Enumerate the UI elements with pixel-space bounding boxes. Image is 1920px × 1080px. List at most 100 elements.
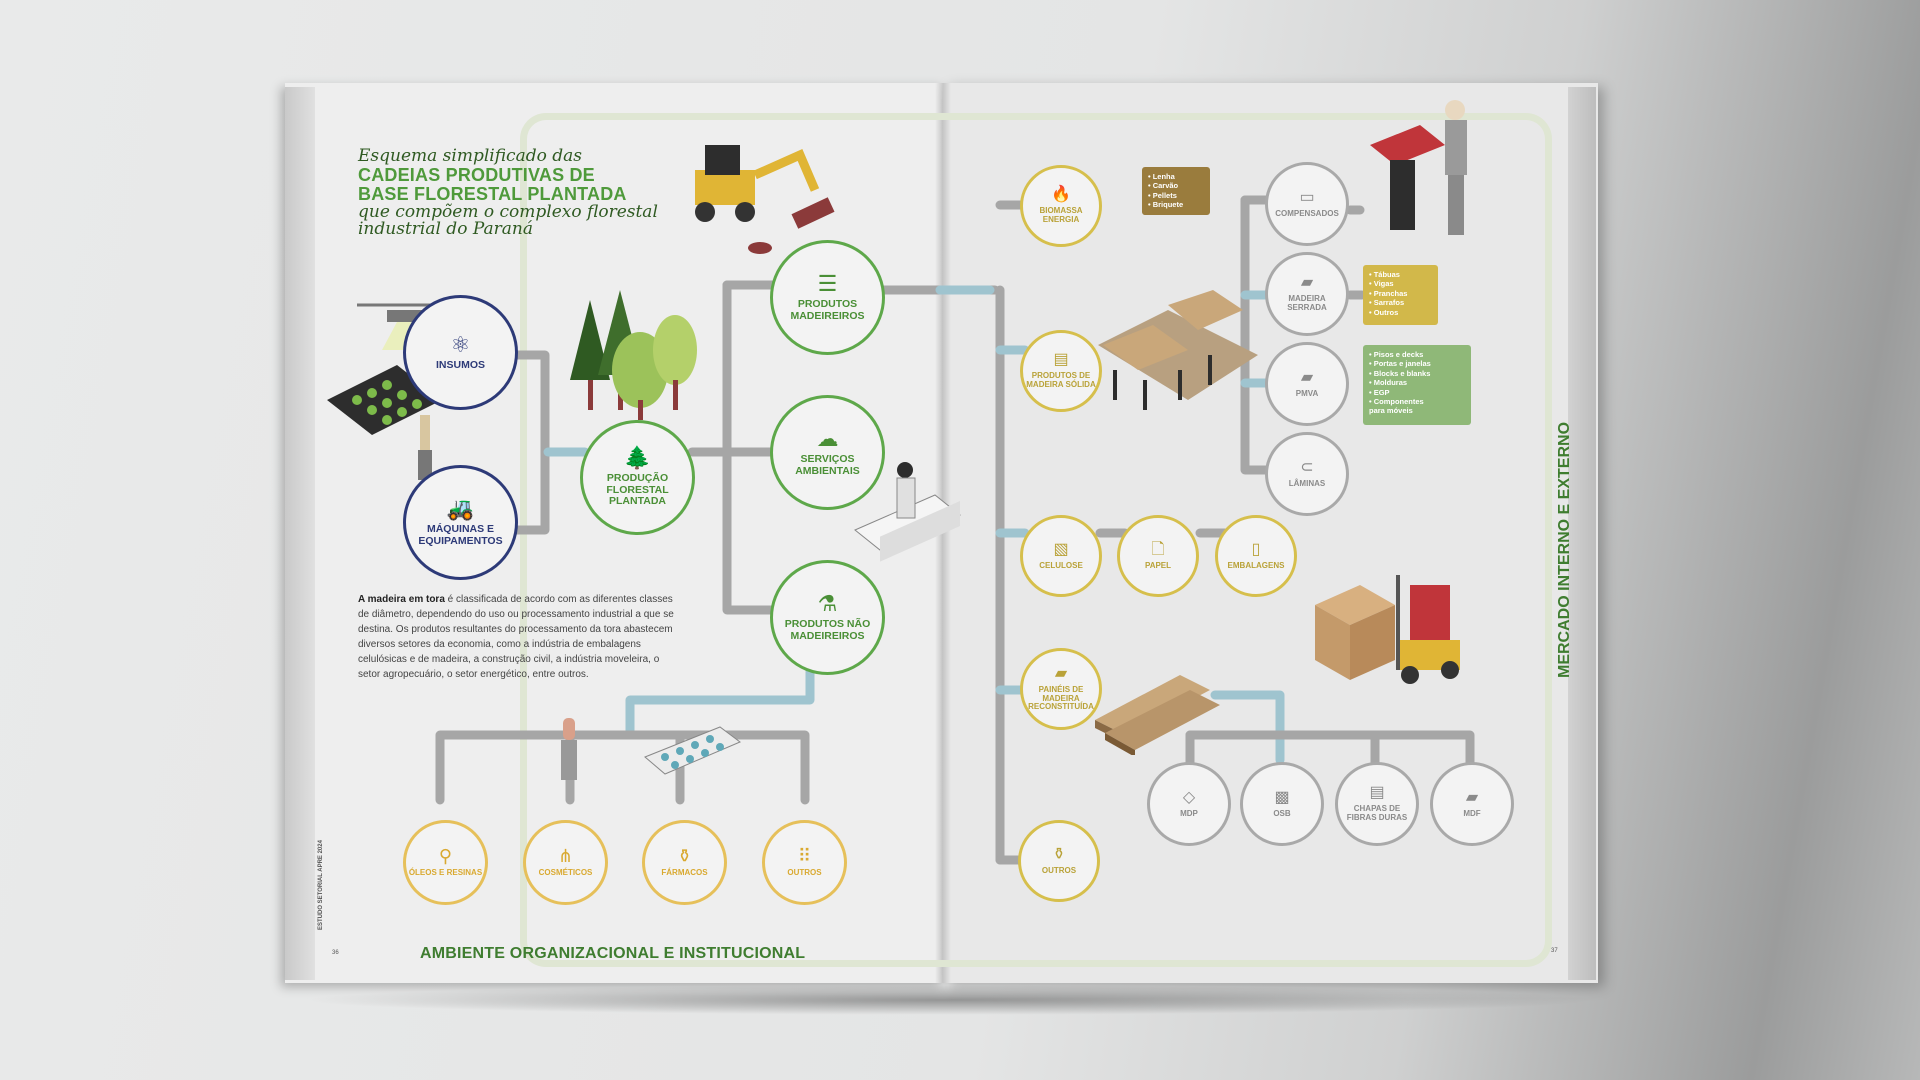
tag-biomassa: • Lenha • Carvão • Pellets • Briquete (1142, 167, 1210, 215)
node-mdf-label: MDF (1463, 808, 1481, 818)
pulp-icon: ▧ (1053, 540, 1069, 558)
tag-item: • Briquete (1148, 200, 1184, 210)
right-page-number: 37 (1551, 948, 1558, 954)
tag-item: • Vigas (1369, 279, 1394, 289)
lumber-icon: ▰ (1300, 274, 1314, 292)
left-page-edge (285, 87, 315, 980)
node-produtos-nao-madeireiros: ⚗ PRODUTOS NÃO MADEIREIROS (770, 560, 885, 675)
node-celulose: ▧ CELULOSE (1020, 515, 1102, 597)
body-text: é classificada de acordo com as diferent… (358, 594, 674, 680)
tag-item: • Outros (1369, 307, 1399, 317)
node-insumos-label: INSUMOS (435, 358, 485, 371)
pill-pack-illustration (644, 726, 741, 775)
tag-item: • Pranchas (1369, 288, 1408, 298)
cloud-tree-icon: ☁ (816, 425, 839, 451)
node-embalagens-label: EMBALAGENS (1227, 560, 1285, 570)
left-footer-title: AMBIENTE ORGANIZACIONAL E INSTITUCIONAL (420, 945, 806, 962)
tag-item: • Blocks e blanks (1369, 368, 1431, 378)
node-biomassa-label: BIOMASSA ENERGIA (1039, 206, 1083, 224)
tag-item: para móveis (1369, 406, 1413, 416)
title-line-3: BASE FLORESTAL PLANTADA (358, 183, 627, 204)
resin-icon: ⚲ (438, 846, 453, 867)
node-servicos-label: SERVIÇOS AMBIENTAIS (795, 452, 860, 477)
node-laminas-label: LÂMINAS (1288, 478, 1326, 488)
panels-illustration (1095, 675, 1220, 755)
tag-item: • Sarrafos (1369, 298, 1405, 308)
node-oleos-label: ÓLEOS E RESINAS (408, 868, 483, 878)
node-nao-madeireiros-label: PRODUTOS NÃO MADEIREIROS (784, 617, 871, 642)
node-producao-label: PRODUÇÃO FLORESTAL PLANTADA (606, 472, 669, 508)
stacked-wood-icon: ▤ (1053, 351, 1069, 369)
node-osb: ▩ OSB (1240, 762, 1324, 846)
title-line-5: industrial do Paraná (358, 219, 533, 240)
node-mdp: ◇ MDP (1147, 762, 1231, 846)
title-line-2: CADEIAS PRODUTIVAS DE (358, 164, 595, 185)
sheets-icon: ▤ (1369, 784, 1385, 802)
panels-icon: ▰ (1054, 664, 1068, 682)
node-mdf: ▰ MDF (1430, 762, 1514, 846)
book-shadow (300, 985, 1600, 1015)
node-oleos-resinas: ⚲ ÓLEOS E RESINAS (403, 820, 488, 905)
node-compensados-label: COMPENSADOS (1275, 208, 1339, 218)
body-paragraph: A madeira em tora é classificada de acor… (358, 592, 676, 682)
worker-machine-illustration (1370, 100, 1467, 235)
node-servicos-ambientais: ☁ SERVIÇOS AMBIENTAIS (770, 395, 885, 510)
body-bold-lead: A madeira em tora (358, 594, 445, 605)
node-outros-right-label: OUTROS (1041, 865, 1077, 875)
excavator-illustration (695, 145, 835, 254)
molecule-icon: ⚛ (450, 331, 471, 357)
title-line-1: Esquema simplificado das (358, 146, 582, 166)
node-madeireiros-label: PRODUTOS MADEIREIROS (790, 297, 865, 322)
plywood-icon: ▭ (1299, 188, 1315, 206)
left-page-number: 36 (332, 950, 339, 956)
lipstick-illustration (561, 718, 577, 780)
node-farmacos: ⚱ FÁRMACOS (642, 820, 727, 905)
node-maquinas-label: MÁQUINAS E EQUIPAMENTOS (418, 522, 503, 547)
node-embalagens: ▯ EMBALAGENS (1215, 515, 1297, 597)
grid-icon: ⠿ (797, 846, 812, 867)
veneer-roll-icon: ⊂ (1300, 458, 1314, 476)
node-paineis-label: PAINÉIS DE MADEIRA RECONSTITUÍDA (1028, 684, 1094, 712)
mortar-icon: ⚱ (1052, 845, 1066, 863)
node-paineis: ▰ PAINÉIS DE MADEIRA RECONSTITUÍDA (1020, 648, 1102, 730)
node-maquinas: 🚜 MÁQUINAS E EQUIPAMENTOS (403, 465, 518, 580)
tag-pmva: • Pisos e decks • Portas e janelas • Blo… (1363, 345, 1471, 425)
node-outros-right: ⚱ OUTROS (1018, 820, 1100, 902)
flask-icon: ⚗ (817, 590, 838, 616)
board-icon: ◇ (1182, 788, 1196, 806)
tag-item: • Pisos e decks (1369, 350, 1424, 359)
tag-item: • EGP (1369, 387, 1390, 397)
package-icon: ▯ (1251, 540, 1261, 558)
node-chapas-label: CHAPAS DE FIBRAS DURAS (1346, 804, 1408, 822)
node-cosmeticos-label: COSMÉTICOS (538, 868, 593, 878)
node-farmacos-label: FÁRMACOS (661, 868, 708, 878)
node-producao-florestal: 🌲 PRODUÇÃO FLORESTAL PLANTADA (580, 420, 695, 535)
right-frame (945, 113, 1552, 967)
mortar-icon: ⚱ (676, 846, 693, 867)
node-outros-left-label: OUTROS (787, 868, 822, 878)
tag-item: • Portas e janelas (1369, 359, 1431, 369)
node-produtos-madeireiros: ☰ PRODUTOS MADEIREIROS (770, 240, 885, 355)
tag-item: • Tábuas (1369, 270, 1400, 279)
tag-item: • Componentes (1369, 396, 1424, 406)
tag-item: • Pellets (1148, 190, 1177, 200)
tag-item: • Molduras (1369, 378, 1408, 388)
tag-item: • Lenha (1148, 172, 1175, 181)
node-mdp-label: MDP (1180, 808, 1198, 818)
node-papel: 🗋 PAPEL (1117, 515, 1199, 597)
node-osb-label: OSB (1273, 808, 1291, 818)
osb-icon: ▩ (1274, 788, 1290, 806)
trees-illustration (570, 290, 697, 420)
node-madeira-solida: ▤ PRODUTOS DE MADEIRA SÓLIDA (1020, 330, 1102, 412)
diagram-title: Esquema simplificado das CADEIAS PRODUTI… (358, 146, 658, 240)
left-side-label: ESTUDO SETORIAL APRE 2024 (318, 840, 324, 930)
forklift-illustration (1315, 575, 1460, 684)
sawmill-illustration (1098, 290, 1258, 410)
tag-item: • Carvão (1148, 181, 1179, 191)
tractor-icon: 🚜 (446, 495, 475, 521)
tag-madeira-serrada: • Tábuas • Vigas • Pranchas • Sarrafos •… (1363, 265, 1438, 325)
tree-icon: 🌲 (623, 445, 652, 471)
paper-icon: 🗋 (1151, 540, 1165, 558)
node-madeira-solida-label: PRODUTOS DE MADEIRA SÓLIDA (1026, 371, 1096, 389)
